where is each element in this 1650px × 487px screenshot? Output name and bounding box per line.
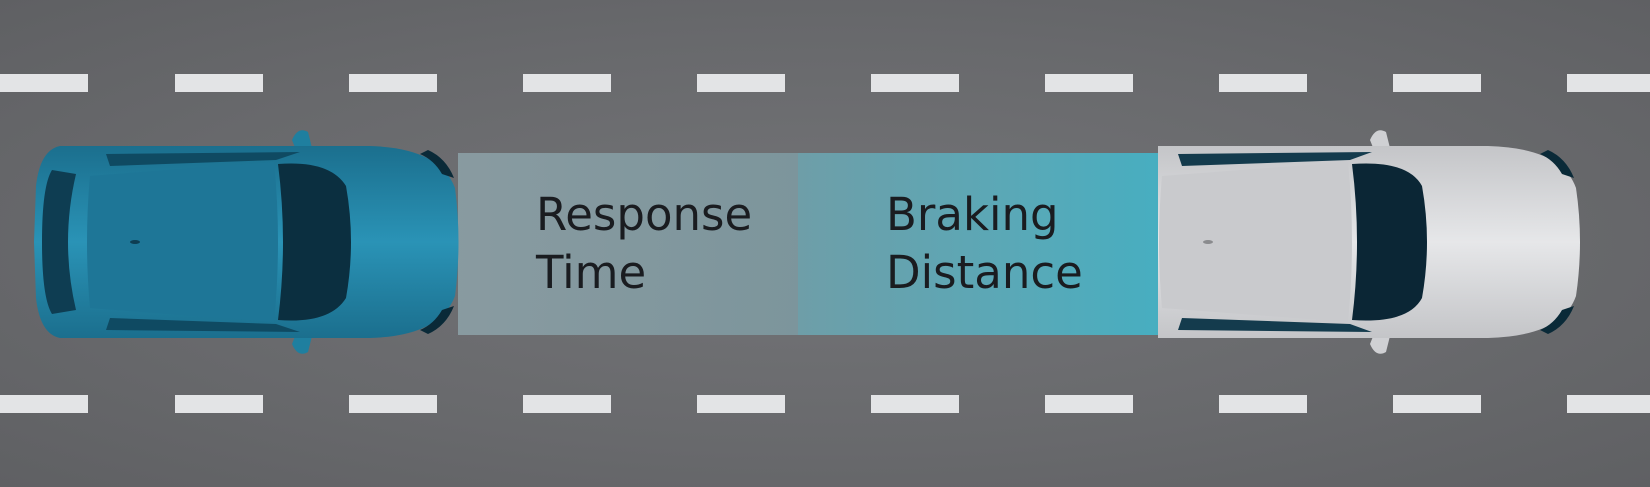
lane-dash bbox=[697, 395, 785, 413]
lane-dash bbox=[523, 395, 611, 413]
response-time-label: Response Time bbox=[536, 188, 753, 299]
lane-marking-top bbox=[0, 74, 1650, 92]
lane-dash bbox=[871, 395, 959, 413]
lane-dash bbox=[1393, 395, 1481, 413]
lane-marking-bottom bbox=[0, 395, 1650, 413]
lane-dash bbox=[1393, 74, 1481, 92]
lane-dash bbox=[1219, 395, 1307, 413]
lane-dash bbox=[697, 74, 785, 92]
lane-dash bbox=[1045, 74, 1133, 92]
lane-dash bbox=[1219, 74, 1307, 92]
lane-dash bbox=[175, 74, 263, 92]
car-top-view-icon bbox=[1158, 130, 1580, 354]
lane-dash bbox=[349, 395, 437, 413]
lane-dash bbox=[1045, 395, 1133, 413]
response-time-zone bbox=[458, 153, 798, 335]
lane-dash bbox=[871, 74, 959, 92]
lane-dash bbox=[175, 395, 263, 413]
lane-dash bbox=[523, 74, 611, 92]
braking-distance-label: Braking Distance bbox=[886, 188, 1083, 299]
braking-distance-zone bbox=[798, 153, 1218, 335]
lane-dash bbox=[349, 74, 437, 92]
lane-dash bbox=[1567, 74, 1650, 92]
lane-dash bbox=[1567, 395, 1650, 413]
car-top-view-icon bbox=[34, 130, 459, 354]
lane-dash bbox=[0, 74, 88, 92]
lane-dash bbox=[0, 395, 88, 413]
